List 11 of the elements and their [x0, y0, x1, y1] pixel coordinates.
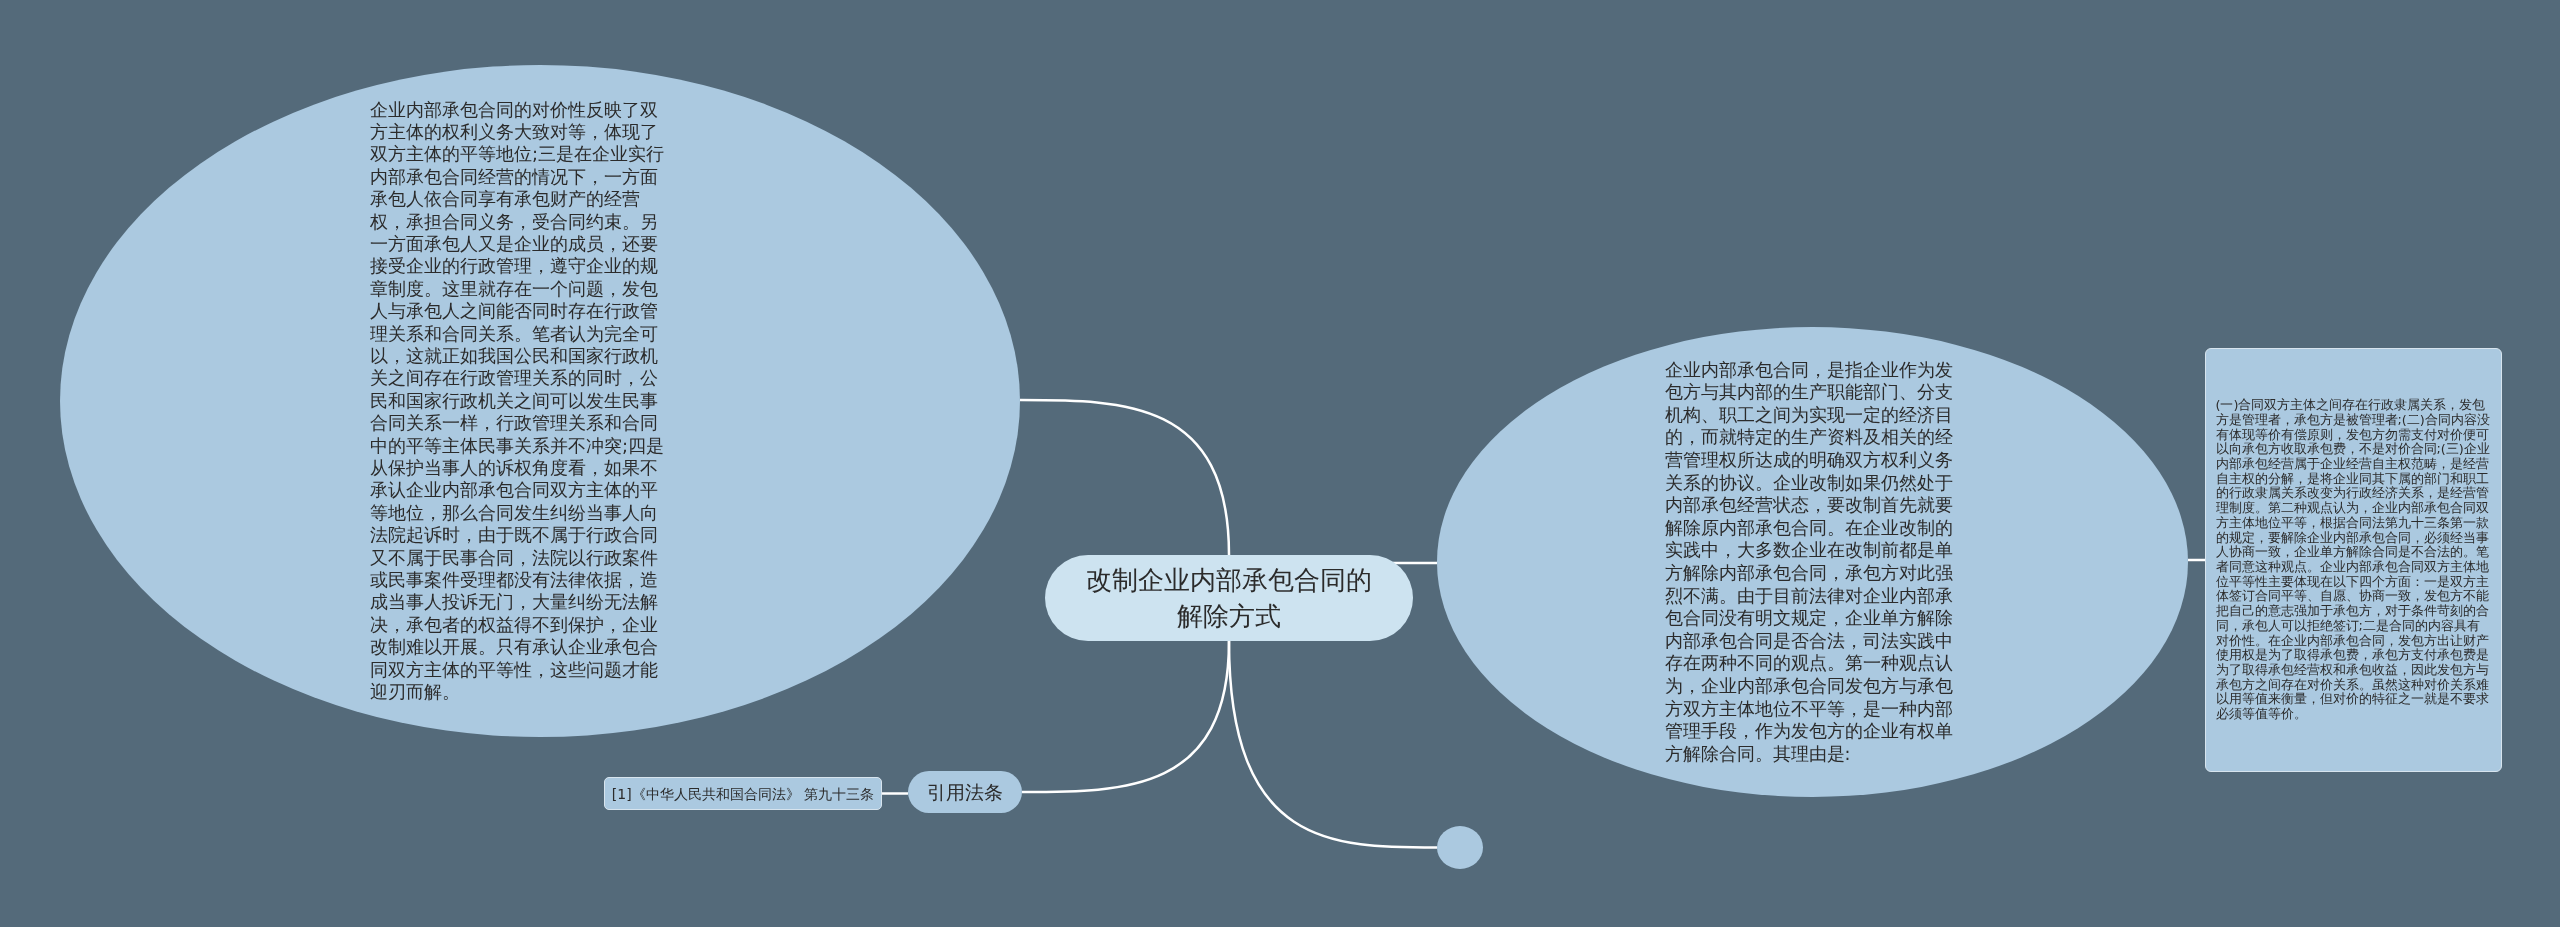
reference-box: [1]《中华人民共和国合同法》 第九十三条: [604, 777, 882, 810]
topic-box: 改制企业内部承包合同的解除方式: [1045, 555, 1413, 641]
text-ellipse: 企业内部承包合同的对价性反映了双方主体的权利义务大致对等，体现了双方主体的平等地位;三是在企业实行内部承包合同经营的情况下，一方面承包人依合同享有承包财产的经营权，承担合同义务，受合同约束。另一方面承包人又是企业的成员，还要接受企业的行政管理，遵守企业的规章制度。这里就存在一个问题，发包人与承包人之间能否同时存在行政管理关系和合同关系。笔者认为完全可以，这就正如我国公民和国家行政机关之间存在行政管理关系的同时，公民和国家行政机关之间可以发生民事合同关系一样，行政管理关系和合同中的平等主体民事关系并不冲突;四是从保护当事人的诉权角度看，如果不承认企业内部承包合同双方主体的平等地位，那么合同发生纠纷当事人向法院起诉时，由于既不属于行政合同又不属于民事合同，法院以行政案件或民事案件受理都没有法律依据，造成当事人投诉无门，大量纠纷无法解决，承包者的权益得不到保护，企业改制难以开展。只有承认企业承包合同双方主体的平等性，这些问题才能迎刃而解。: [60, 65, 1020, 737]
connector: [1227, 640, 1437, 849]
text-box: (一)合同双方主体之间存在行政隶属关系，发包方是管理者，承包方是被管理者;(二)合同内容没有体现等价有偿原则，发包方勿需支付对价便可以向承包方收取承包费，不是对价合同;(三)企业内部承包经营属于企业经营自主权范畴，是经营自主权的分解，是将企业同其下属的部门和职工的行政隶属关系改变为行政经济关系，是经营管理制度。第二种观点认为，企业内部承包合同双方主体地位平等，根据合同法第九十三条第一款的规定，要解除企业内部承包合同，必须经当事人协商一致，企业单方解除合同是不合法的。笔者同意这种观点。企业内部承包合同双方主体地位平等性主要体现在以下四个方面：一是双方主体签订合同平等、自愿、协商一致，发包方不能把自己的意志强加于承包方，对于条件苛刻的合同，承包人可以拒绝签订;二是合同的内容具有对价性。在企业内部承包合同，发包方出让财产使用权是为了取得承包费，承包方支付承包费是为了取得承包经营权和承包收益，因此发包方与承包方之间存在对价关系。虽然这种对价关系难以用等值来衡量，但对价的特征之一就是不要求必须等值等价。: [2205, 348, 2502, 772]
connector: [882, 792, 908, 795]
connector: [1393, 561, 1437, 565]
topic-box: 引用法条: [908, 771, 1022, 813]
connector: [1020, 398, 1231, 556]
circle-node: [1437, 826, 1483, 869]
text-ellipse: 企业内部承包合同，是指企业作为发包方与其内部的生产职能部门、分支机构、职工之间为实现一定的经济目的，而就特定的生产资料及相关的经营管理权所达成的明确双方权利义务关系的协议。企业改制如果仍然处于内部承包经营状态，要改制首先就要解除原内部承包合同。在企业改制的实践中，大多数企业在改制前都是单方解除内部承包合同，承包方对此强烈不满。由于目前法律对企业内部承包合同没有明文规定，企业单方解除内部承包合同是否合法，司法实践中存在两种不同的观点。第一种观点认为，企业内部承包合同发包方与承包方双方主体地位不平等，是一种内部管理手段，作为发包方的企业有权单方解除合同。其理由是:: [1437, 327, 2188, 797]
